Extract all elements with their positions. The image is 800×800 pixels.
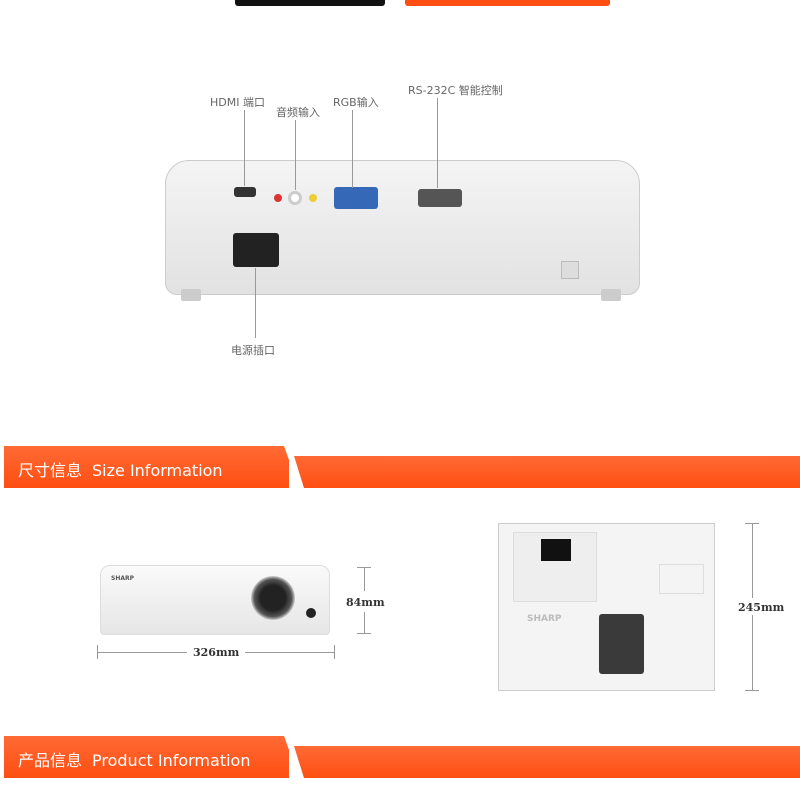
audio-input-label: 音频输入	[276, 106, 320, 119]
page-title-cropped-orange	[405, 0, 610, 6]
size-title-cn: 尺寸信息	[18, 461, 83, 480]
projector-front-image: SHARP	[100, 565, 330, 635]
depth-dimension: 245mm	[738, 601, 785, 614]
brand-logo: SHARP	[111, 575, 135, 582]
power-socket-label: 电源插口	[231, 344, 275, 357]
brand-logo-top: SHARP	[527, 614, 562, 624]
height-dimension: 84mm	[346, 596, 385, 609]
hdmi-port-label: HDMI 端口	[210, 96, 265, 109]
size-information-banner: 尺寸信息 Size Information	[4, 446, 800, 488]
rgb-input-label: RGB输入	[333, 96, 379, 109]
product-title-en: Product Information	[92, 751, 251, 770]
projector-back-panel-image	[165, 160, 640, 301]
product-title-cn: 产品信息	[18, 751, 83, 770]
size-title-en: Size Information	[92, 461, 223, 480]
projector-top-view-image: SHARP	[498, 523, 715, 691]
rs232c-label: RS-232C 智能控制	[408, 84, 503, 97]
page-title-cropped-dark	[235, 0, 385, 6]
product-information-banner: 产品信息 Product Information	[4, 736, 800, 778]
width-dimension: 326mm	[193, 646, 240, 659]
